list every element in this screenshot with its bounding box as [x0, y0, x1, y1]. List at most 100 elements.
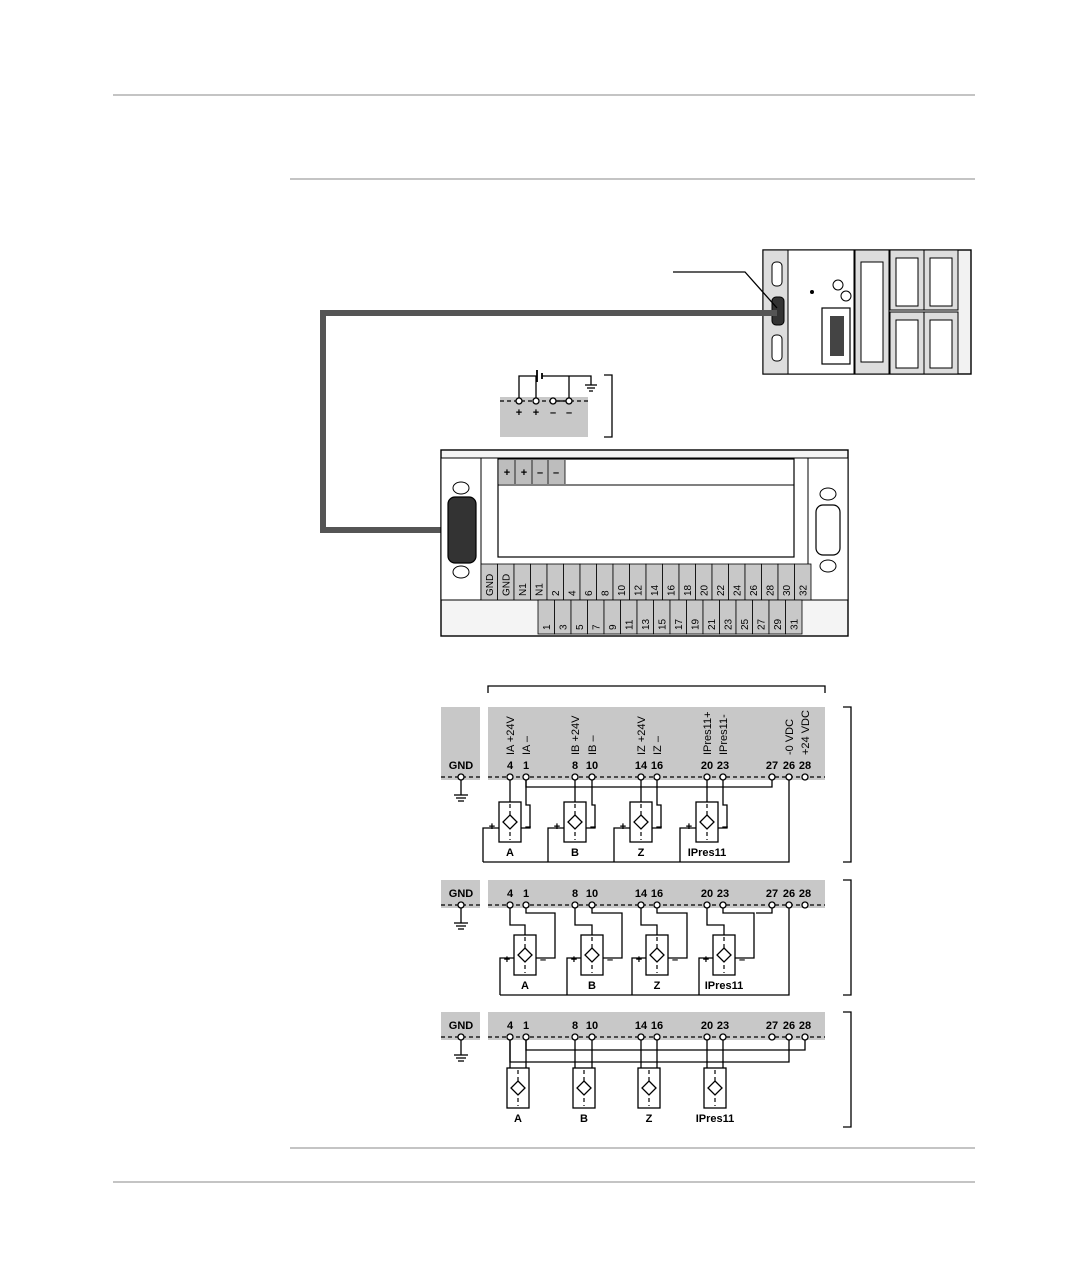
sensor-label: Z: [654, 980, 661, 992]
terminal: [768, 1033, 776, 1041]
signal-label: IPres11+: [702, 711, 714, 755]
wire: [640, 905, 658, 935]
terminal-number: 27: [766, 888, 778, 900]
terminal-number: 16: [651, 888, 663, 900]
sensor-label: A: [514, 1113, 522, 1125]
sensor-symbol-icon: [707, 1080, 723, 1096]
signal-label: IA +24V: [505, 715, 517, 755]
wire: [521, 777, 531, 829]
terminal: [637, 1033, 645, 1041]
gnd-block: [441, 707, 480, 780]
wire: [574, 905, 593, 935]
wire: [698, 957, 713, 995]
sensor-plus: +: [703, 954, 709, 966]
sensor-label: IPres11: [688, 847, 727, 859]
terminal-number: 14: [635, 1020, 648, 1032]
terminal: [571, 1033, 579, 1041]
module-pin-top: GND: [485, 574, 496, 596]
sensor-minus: –: [590, 821, 596, 833]
module-pin-bottom: 31: [790, 618, 801, 630]
sensor-plus: +: [686, 821, 692, 833]
terminal-number: 23: [717, 888, 729, 900]
terminal: [785, 773, 793, 781]
terminal: [571, 773, 579, 781]
terminal: [801, 1033, 809, 1041]
terminal-number: 10: [586, 888, 598, 900]
terminal-number: 1: [523, 888, 529, 900]
terminal-block: [488, 707, 825, 780]
sensor-label: B: [571, 847, 579, 859]
sensor-label: A: [506, 847, 514, 859]
terminal-number: 8: [572, 888, 578, 900]
supply-pol-4: –: [566, 407, 572, 419]
module-cell-top: [794, 563, 812, 601]
terminal: [801, 901, 809, 909]
module-pin-bottom: 17: [674, 618, 685, 630]
sensor-label: Z: [646, 1113, 653, 1125]
sensor-minus: –: [607, 954, 613, 966]
wire: [500, 905, 790, 996]
terminal-number: 4: [507, 760, 514, 772]
terminal-number: 26: [783, 760, 795, 772]
sensor-symbol-icon: [716, 947, 732, 963]
supply-pol-1: +: [516, 407, 522, 419]
terminal: [637, 773, 645, 781]
terminal-number: 4: [507, 1020, 514, 1032]
bracket-2: [843, 879, 852, 996]
terminal: [801, 773, 809, 781]
module-pin-bottom: 15: [658, 618, 669, 630]
terminal: [522, 901, 530, 909]
module-pin-top: GND: [502, 574, 513, 596]
module-pin-bottom: 11: [625, 619, 636, 630]
module-pin-top: 30: [782, 584, 793, 596]
module-pin-top: 32: [799, 584, 810, 596]
gnd-terminal: [457, 901, 465, 909]
gnd-label: GND: [449, 760, 474, 772]
terminal-number: 10: [586, 1020, 598, 1032]
module-pin-top: 2: [551, 590, 562, 596]
terminal-number: 16: [651, 1020, 663, 1032]
wire: [586, 777, 596, 829]
terminal-number: 10: [586, 760, 598, 772]
terminal-number: 28: [799, 1020, 811, 1032]
supply-pol-3: –: [550, 407, 556, 419]
sensor-plus: +: [489, 821, 495, 833]
module-pol-2: +: [521, 467, 527, 479]
module-pin-bottom: 25: [740, 618, 751, 630]
sensor-minus: –: [656, 821, 662, 833]
terminal: [719, 1033, 727, 1041]
signal-label: IB –: [587, 735, 599, 755]
module-pin-top: 20: [700, 584, 711, 596]
terminal-number: 27: [766, 1020, 778, 1032]
terminal: [703, 773, 711, 781]
terminal: [522, 1033, 530, 1041]
wire: [706, 905, 725, 935]
module-pin-top: 14: [650, 584, 661, 596]
wire: [566, 957, 581, 995]
sensor-label: B: [588, 980, 596, 992]
sensor-label: IPres11: [705, 980, 744, 992]
terminal: [785, 1033, 793, 1041]
sensor-symbol-icon: [502, 814, 518, 830]
wire: [499, 957, 514, 995]
module-pol-3: –: [537, 467, 543, 479]
module-pin-top: 18: [683, 584, 694, 596]
module-pin-bottom: 3: [559, 624, 570, 630]
sensor-minus: –: [739, 954, 745, 966]
sensor-plus: +: [620, 821, 626, 833]
module-pin-bottom: 19: [691, 618, 702, 630]
terminal-number: 20: [701, 760, 713, 772]
module-pin-bottom: 7: [592, 624, 603, 630]
signal-label: IZ –: [652, 735, 664, 755]
module-pin-top: 16: [667, 584, 678, 596]
signal-label: IPres11-: [718, 714, 730, 755]
gnd-label: GND: [449, 1020, 474, 1032]
module-pol-4: –: [553, 467, 559, 479]
module-pin-bottom: 5: [575, 624, 586, 630]
module-pin-top: 24: [733, 584, 744, 596]
terminal-number: 1: [523, 1020, 529, 1032]
terminal: [703, 1033, 711, 1041]
sensor-symbol-icon: [633, 814, 649, 830]
